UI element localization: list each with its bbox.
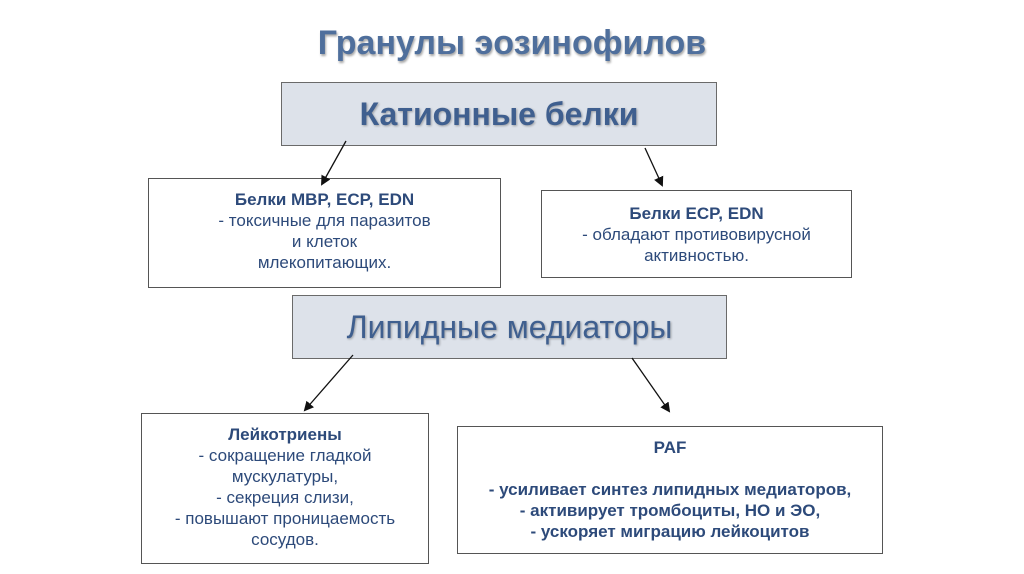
mbp-line-2: и клеток — [291, 232, 358, 251]
leuko-line-5: сосудов. — [251, 530, 319, 549]
mbp-line-1: - токсичные для паразитов — [218, 211, 431, 230]
lipid-mediators-label: Липидные медиаторы — [346, 308, 673, 345]
paf-box: PAF - усиливает синтез липидных медиатор… — [457, 426, 883, 554]
paf-spacer — [458, 458, 882, 479]
ecp-line-2: активностью. — [644, 246, 749, 265]
arrow-to-paf — [631, 357, 671, 413]
cationic-proteins-label: Катионные белки — [359, 95, 639, 132]
cationic-proteins-header: Катионные белки — [281, 82, 717, 146]
ecp-edn-box: Белки ECP, EDN - обладают противовирусно… — [541, 190, 852, 278]
slide-title: Гранулы эозинофилов — [317, 24, 707, 62]
leuko-line-4: - повышают проницаемость — [174, 509, 396, 528]
paf-line-2: - активирует тромбоциты, НО и ЭО, — [519, 501, 821, 520]
arrow-to-ecp — [644, 147, 664, 187]
leuko-line-3: - секреция слизи, — [216, 488, 354, 507]
paf-heading: PAF — [653, 438, 687, 457]
ecp-line-1: - обладают противовирусной — [582, 225, 811, 244]
leuko-line-2: мускулатуры, — [231, 467, 339, 486]
leukotrienes-box: Лейкотриены - сокращение гладкой мускула… — [141, 413, 429, 564]
mbp-ecp-edn-box: Белки MBP, ECP, EDN - токсичные для пара… — [148, 178, 501, 288]
paf-line-1: - усиливает синтез липидных медиаторов, — [488, 480, 852, 499]
mbp-line-3: млекопитающих. — [257, 253, 392, 272]
paf-line-3: - ускоряет миграцию лейкоцитов — [530, 522, 810, 541]
leuko-line-1: - сокращение гладкой — [198, 446, 372, 465]
arrow-to-leukotrienes — [303, 354, 354, 412]
mbp-heading: Белки MBP, ECP, EDN — [234, 190, 415, 209]
lipid-mediators-header: Липидные медиаторы — [292, 295, 727, 359]
ecp-heading: Белки ECP, EDN — [629, 204, 764, 223]
leuko-heading: Лейкотриены — [228, 425, 342, 444]
